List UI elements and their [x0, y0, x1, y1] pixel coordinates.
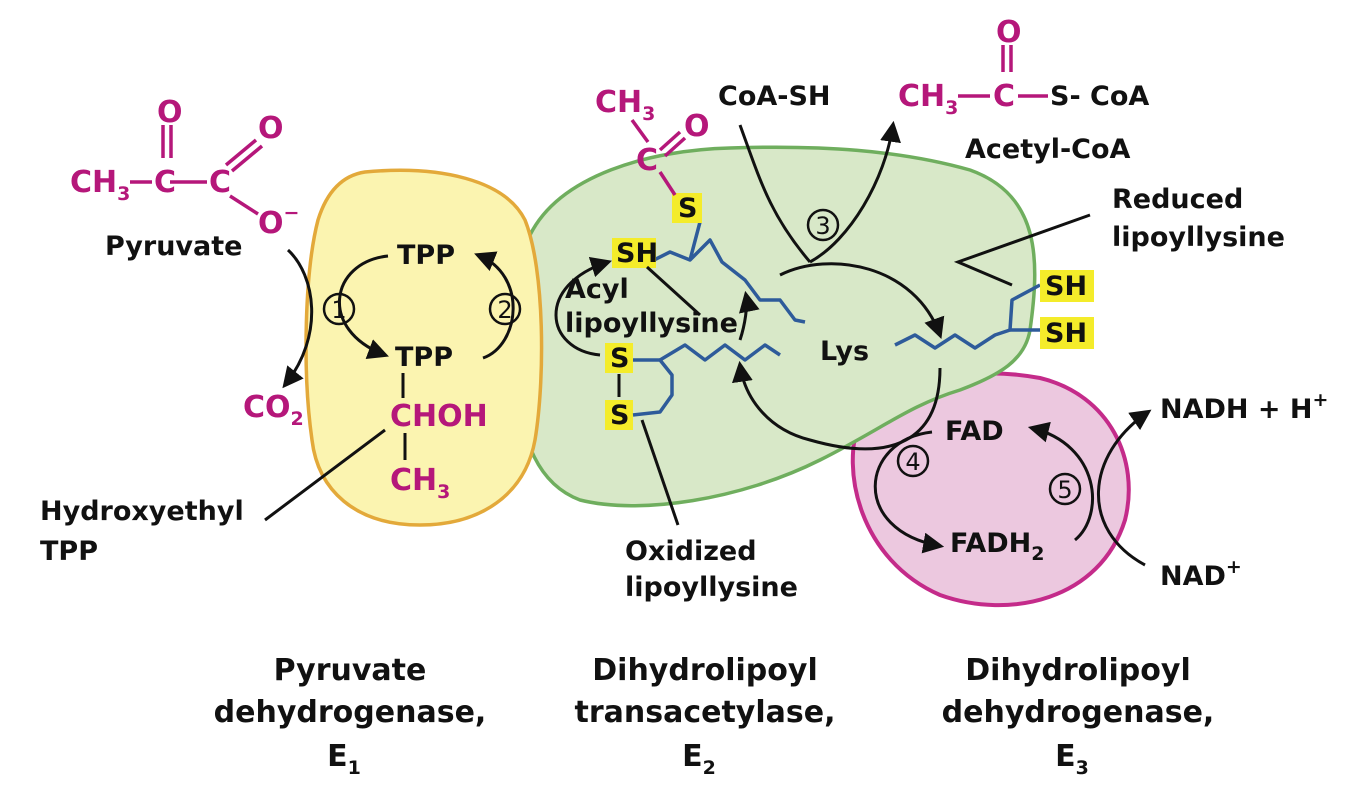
step3-coash-arrow: [738, 124, 812, 263]
step2-circle: [488, 292, 522, 326]
chohd-label: CHOH: [390, 399, 488, 434]
coash-label: CoA-SH: [718, 81, 831, 112]
sh-red1-highlight: [1040, 270, 1094, 302]
step3-circle: [806, 208, 840, 242]
oxidized-lipoyllysine-chain: [659, 343, 781, 362]
acyl-pointer: [645, 265, 702, 317]
svg-text:Dihydrolipoyl: Dihydrolipoyl: [965, 653, 1190, 688]
svg-text:transacetylase,: transacetylase,: [575, 695, 836, 730]
hydroxyethyl-label-line2: TPP: [40, 536, 98, 567]
nadh-label: NADH + H+: [1160, 389, 1328, 425]
reduced-branch-top: [1008, 283, 1041, 331]
enzyme-e2-name: Dihydrolipoyl transacetylase, E2: [575, 653, 836, 779]
s-ox1-label: S: [610, 343, 629, 374]
step5-fad-arrow: [1027, 421, 1094, 542]
s-acyl-highlight: [672, 193, 702, 223]
step4-number: 4: [905, 448, 920, 476]
step2-lipoyl-arrow: [554, 257, 613, 357]
acyl-ch3-label: CH3: [595, 85, 655, 125]
step2-number: 2: [497, 296, 512, 324]
oxidized-pointer: [640, 419, 680, 526]
svg-text:Pyruvate: Pyruvate: [274, 653, 427, 688]
step1-pyruvate-to-co2-arrow: [282, 248, 314, 389]
acetyl-o-label: O: [996, 15, 1022, 50]
acyl-to-reduced-arrow-up: [738, 290, 760, 341]
reduced-pointer: [953, 213, 1091, 287]
pyruvate-o-top1: O: [157, 95, 183, 130]
acetylcoa-name: Acetyl-CoA: [965, 134, 1131, 165]
enzyme-e3-name: Dihydrolipoyl dehydrogenase, E3: [942, 653, 1215, 779]
sh-acyl-highlight: [612, 238, 656, 268]
reduced-to-oxidized-arrow: [731, 360, 942, 451]
fadh2-label: FADH2: [950, 528, 1045, 565]
s-ox2-highlight: [605, 400, 633, 430]
pyruvate-label: Pyruvate: [105, 231, 242, 262]
pyruvate-c1: C: [154, 165, 176, 200]
acyl-label-line1: Acyl: [565, 274, 629, 305]
lys-label: Lys: [820, 336, 869, 367]
acetyl-ch3-label: CH3: [898, 79, 958, 119]
svg-text:dehydrogenase,: dehydrogenase,: [214, 695, 487, 730]
svg-text:E1: E1: [327, 739, 361, 779]
acyl-lipoyllysine-chain: [649, 238, 806, 324]
reduced-label-line1: Reduced: [1112, 184, 1243, 215]
acyl-o-label: O: [684, 109, 710, 144]
sh-red2-highlight: [1040, 317, 1094, 349]
tpp-mid-label: TPP: [395, 342, 453, 373]
step5-number: 5: [1057, 476, 1072, 504]
enzyme-e1-name: Pyruvate dehydrogenase, E1: [214, 653, 487, 779]
svg-text:Dihydrolipoyl: Dihydrolipoyl: [592, 653, 817, 688]
svg-text:E3: E3: [1055, 739, 1089, 779]
hydroxyethyl-pointer: [264, 428, 386, 522]
s-ox2-label: S: [610, 400, 629, 431]
acetyl-scoa-label: S- CoA: [1050, 81, 1149, 112]
co2-label: CO2: [243, 390, 304, 430]
svg-text:E2: E2: [682, 739, 716, 779]
hydroxyethyl-label-line1: Hydroxyethyl: [40, 496, 244, 527]
step5-circle: [1048, 472, 1082, 506]
sh-red1-label: SH: [1045, 271, 1087, 302]
step4-circle: [896, 444, 930, 478]
oxidized-ring: [632, 358, 674, 417]
nad-label: NAD+: [1160, 556, 1242, 592]
step3-transfer-arrow: [779, 262, 945, 339]
pyruvate-structure: CH3 C C O O O−: [70, 95, 299, 241]
reduced-lipoyllysine-chain: [894, 328, 1011, 350]
step3-number: 3: [815, 212, 830, 240]
pyruvate-o-minus: O−: [258, 202, 299, 241]
tpp-top-label: TPP: [397, 240, 455, 271]
sh-red2-label: SH: [1045, 318, 1087, 349]
step1-circle: [322, 292, 356, 326]
s-acyl-label: S: [678, 193, 697, 224]
acyl-c-label: C: [636, 143, 658, 178]
reduced-label-line2: lipoyllysine: [1112, 222, 1285, 253]
step1-tpp-arrow: [337, 254, 389, 359]
oxidized-label-line2: lipoyllysine: [625, 572, 798, 603]
pyruvate-c2: C: [209, 165, 231, 200]
step1-number: 1: [331, 296, 346, 324]
step5-nad-arrow: [1097, 409, 1152, 567]
svg-text:dehydrogenase,: dehydrogenase,: [942, 695, 1215, 730]
pyruvate-ch3: CH3: [70, 165, 130, 205]
fad-label: FAD: [945, 416, 1004, 447]
oxidized-label-line1: Oxidized: [625, 536, 757, 567]
step2-tpp-arrow: [474, 251, 515, 360]
e1-ch3-label: CH3: [390, 463, 450, 503]
step3-acetylcoa-arrow: [809, 120, 901, 264]
sh-acyl-label: SH: [616, 238, 658, 269]
acetyl-c-label: C: [993, 79, 1015, 114]
step4-fad-arrow: [873, 430, 945, 554]
pyruvate-o-top2: O: [258, 111, 284, 146]
s-ox1-highlight: [605, 343, 633, 373]
acyl-label-line2: lipoyllysine: [565, 308, 738, 339]
